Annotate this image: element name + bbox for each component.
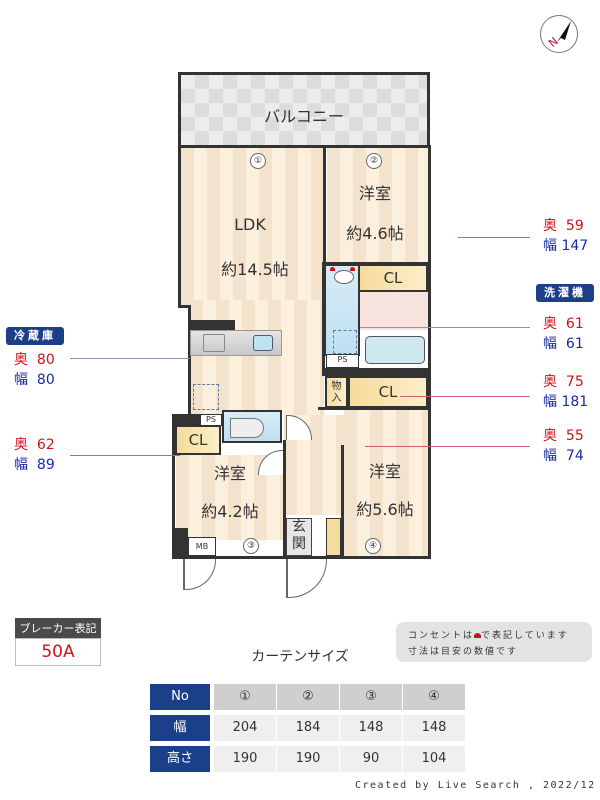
closet-left: CL (175, 425, 221, 455)
stove-icon (203, 334, 225, 352)
closet-left-dimensions: 奥 62 幅 89 (14, 437, 55, 473)
leader-closet-mid (400, 396, 530, 397)
breaker-title: ブレーカー表記 (15, 618, 101, 638)
window-marker-3: ③ (243, 538, 259, 554)
room-name-western1: 洋室 (358, 184, 391, 203)
leader-closet-top (458, 237, 530, 238)
room-name-western3: 洋室 (368, 462, 401, 481)
ldk-floor (181, 147, 324, 307)
mb-label: MB (188, 537, 216, 556)
fridge-tag: 冷蔵庫 (6, 327, 64, 345)
washer-tag: 洗濯機 (536, 284, 594, 302)
entrance: 玄関 (286, 518, 312, 556)
room-name-ldk: LDK (234, 215, 266, 234)
outlet-icon (474, 633, 482, 638)
leader-washer (360, 327, 530, 328)
closet-top-dimensions: 奥 59 幅 147 (543, 218, 589, 254)
room-size-western1: 約4.6帖 (346, 224, 404, 243)
compass: N (540, 15, 578, 53)
svg-text:N: N (546, 35, 561, 50)
closet-top: CL (358, 264, 428, 292)
window-marker-2: ② (366, 153, 382, 169)
window-marker-4: ④ (365, 538, 381, 554)
washbasin-icon (334, 270, 354, 284)
leader-fridge (70, 358, 190, 359)
balcony: バルコニー (178, 72, 430, 147)
ldk-lower-floor (190, 300, 324, 415)
storage-dimensions: 奥 55 幅 74 (543, 428, 584, 464)
closet-mid: CL (348, 376, 428, 408)
fridge-dimensions: 奥 80 幅 80 (14, 352, 55, 388)
room-size-ldk: 約14.5帖 (221, 260, 289, 279)
curtain-title: カーテンサイズ (251, 649, 349, 665)
breaker-value: 50A (15, 638, 101, 666)
window-marker-1: ① (250, 153, 266, 169)
north-arrow-icon: N (546, 21, 571, 50)
bathroom-entry (360, 292, 428, 330)
outlet-icon (330, 267, 335, 271)
door-swing (183, 559, 216, 590)
storage: 物入 (325, 376, 348, 408)
room-size-western3: 約5.6帖 (356, 500, 414, 519)
sink-icon (253, 335, 273, 351)
ps-label: PS (326, 354, 359, 368)
bathroom (360, 330, 428, 368)
toilet-icon (230, 418, 264, 438)
fridge-space (193, 384, 219, 410)
toilet-room (222, 410, 282, 443)
outlet-icon (350, 267, 355, 271)
closet-mid-dimensions: 奥 75 幅 181 (543, 374, 589, 410)
bathtub-icon (365, 336, 425, 364)
kitchen-counter (190, 330, 282, 356)
breaker-box: ブレーカー表記 50A (15, 618, 101, 666)
legend-note: コンセントはで表記しています 寸法は目安の数値です (396, 622, 592, 662)
balcony-label: バルコニー (264, 107, 344, 126)
shoe-cabinet (326, 518, 341, 556)
ps-label-2: PS (200, 414, 222, 426)
credit: Created by Live Search , 2022/12 (355, 780, 596, 791)
washroom (324, 264, 360, 356)
western3-floor (344, 408, 428, 556)
room-size-western2: 約4.2帖 (201, 502, 259, 521)
washer-space (333, 330, 357, 354)
room-name-western2: 洋室 (213, 464, 246, 483)
washer-dimensions: 奥 61 幅 61 (543, 316, 584, 352)
leader-closet-left (70, 455, 180, 456)
front-door (286, 559, 327, 598)
leader-storage (365, 446, 530, 447)
